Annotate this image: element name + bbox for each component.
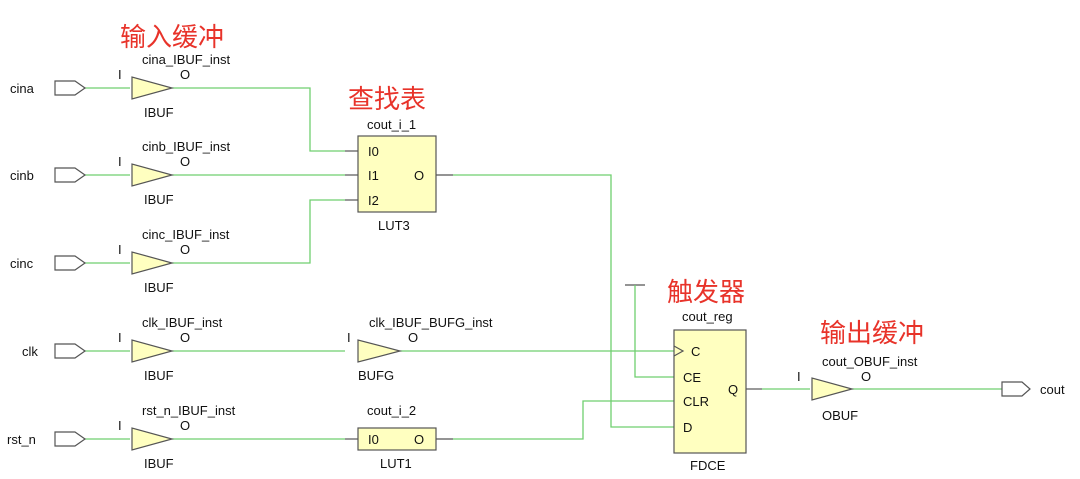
- port-label-rst-n: rst_n: [7, 432, 36, 447]
- pin-label-o: O: [414, 168, 424, 183]
- pin-label-out: O: [861, 369, 871, 384]
- pin-label-out: O: [180, 154, 190, 169]
- lut3-cout-i-1[interactable]: cout_i_1 I0 I1 I2 O LUT3: [345, 117, 453, 233]
- clock-edge-marker: [673, 345, 685, 357]
- pin-label-i2: I2: [368, 193, 379, 208]
- pin-label-out: O: [180, 330, 190, 345]
- port-label-cout: cout: [1040, 382, 1065, 397]
- cell-type: IBUF: [144, 280, 174, 295]
- buffer-triangle: [131, 76, 175, 100]
- input-port-clk[interactable]: [54, 343, 87, 359]
- pin-label-in: I: [118, 67, 122, 82]
- fdce-box: [673, 329, 747, 454]
- buffer-triangle: [357, 339, 403, 363]
- input-port-cinb[interactable]: [54, 167, 87, 183]
- wire-lut3-d: [453, 174, 674, 428]
- pin-label-in: I: [797, 369, 801, 384]
- input-port-rst-n[interactable]: [54, 431, 87, 447]
- wire-ce: [634, 285, 674, 378]
- ibuf-cinb[interactable]: cinb_IBUF_inst I O IBUF: [118, 139, 231, 207]
- ibuf-cinc[interactable]: cinc_IBUF_inst I O IBUF: [118, 227, 230, 295]
- obuf-cout[interactable]: cout_OBUF_inst I O OBUF: [797, 354, 918, 423]
- ibuf-clk[interactable]: clk_IBUF_inst I O IBUF: [118, 315, 223, 383]
- instance-name: cinc_IBUF_inst: [142, 227, 230, 242]
- pin-label-d: D: [683, 420, 692, 435]
- cell-type: IBUF: [144, 368, 174, 383]
- pin-label-in: I: [118, 242, 122, 257]
- pin-label-i0: I0: [368, 432, 379, 447]
- wires: [85, 87, 1002, 440]
- lut3-box: [357, 135, 437, 213]
- annotation-lookup-table: 查找表: [348, 85, 426, 115]
- pin-label-in: I: [118, 154, 122, 169]
- cell-type: IBUF: [144, 456, 174, 471]
- pin-label-ce: CE: [683, 370, 701, 385]
- lut1-cout-i-2[interactable]: cout_i_2 I0 O LUT1: [345, 403, 453, 471]
- buffer-triangle: [131, 163, 175, 187]
- port-label-cina: cina: [10, 81, 35, 96]
- cell-type: OBUF: [822, 408, 858, 423]
- input-ports: cina cinb cinc clk rst_n: [7, 80, 87, 447]
- port-label-clk: clk: [22, 344, 38, 359]
- pin-label-out: O: [180, 418, 190, 433]
- pin-label-out: O: [408, 330, 418, 345]
- instance-name: clk_IBUF_inst: [142, 315, 223, 330]
- cell-type: IBUF: [144, 192, 174, 207]
- instance-name: cinb_IBUF_inst: [142, 139, 231, 154]
- annotation-output-buffer: 输出缓冲: [820, 319, 924, 349]
- wire-lut1-clr: [453, 400, 674, 440]
- fdce-cout-reg[interactable]: cout_reg C CE CLR D Q FDCE: [673, 309, 762, 473]
- pin-label-in: I: [118, 330, 122, 345]
- buffer-triangle: [131, 427, 175, 451]
- instance-name: cout_reg: [682, 309, 733, 324]
- annotation-flip-flop: 触发器: [667, 278, 745, 308]
- cell-type: BUFG: [358, 368, 394, 383]
- input-port-cinc[interactable]: [54, 255, 87, 271]
- output-port-cout[interactable]: [1001, 381, 1031, 397]
- instance-name: cout_i_1: [367, 117, 416, 132]
- instance-name: cina_IBUF_inst: [142, 52, 231, 67]
- port-label-cinc: cinc: [10, 256, 34, 271]
- input-port-cina[interactable]: [54, 80, 87, 96]
- wire-cina-lut3: [172, 87, 345, 152]
- buffer-triangle: [131, 339, 175, 363]
- instance-name: cout_i_2: [367, 403, 416, 418]
- cell-type: LUT1: [380, 456, 412, 471]
- wire-cinc-lut3: [172, 199, 345, 264]
- buffer-triangle: [131, 251, 175, 275]
- port-label-cinb: cinb: [10, 168, 34, 183]
- pin-label-in: I: [118, 418, 122, 433]
- annotation-input-buffer: 输入缓冲: [120, 23, 224, 53]
- ibuf-cina[interactable]: cina_IBUF_inst I O IBUF: [118, 52, 231, 120]
- pin-label-clr: CLR: [683, 394, 709, 409]
- pin-label-c: C: [691, 344, 700, 359]
- bufg-clk[interactable]: clk_IBUF_BUFG_inst I O BUFG: [347, 315, 493, 383]
- ibuf-rst-n[interactable]: rst_n_IBUF_inst I O IBUF: [118, 403, 236, 471]
- buffer-triangle: [811, 377, 855, 401]
- cell-type: FDCE: [690, 458, 726, 473]
- pin-label-out: O: [180, 242, 190, 257]
- cell-type: IBUF: [144, 105, 174, 120]
- pin-label-o: O: [414, 432, 424, 447]
- pin-label-i0: I0: [368, 144, 379, 159]
- instance-name: rst_n_IBUF_inst: [142, 403, 236, 418]
- pin-label-q: Q: [728, 382, 738, 397]
- pin-label-in: I: [347, 330, 351, 345]
- instance-name: cout_OBUF_inst: [822, 354, 918, 369]
- pin-label-i1: I1: [368, 168, 379, 183]
- pin-label-out: O: [180, 67, 190, 82]
- cell-type: LUT3: [378, 218, 410, 233]
- instance-name: clk_IBUF_BUFG_inst: [369, 315, 493, 330]
